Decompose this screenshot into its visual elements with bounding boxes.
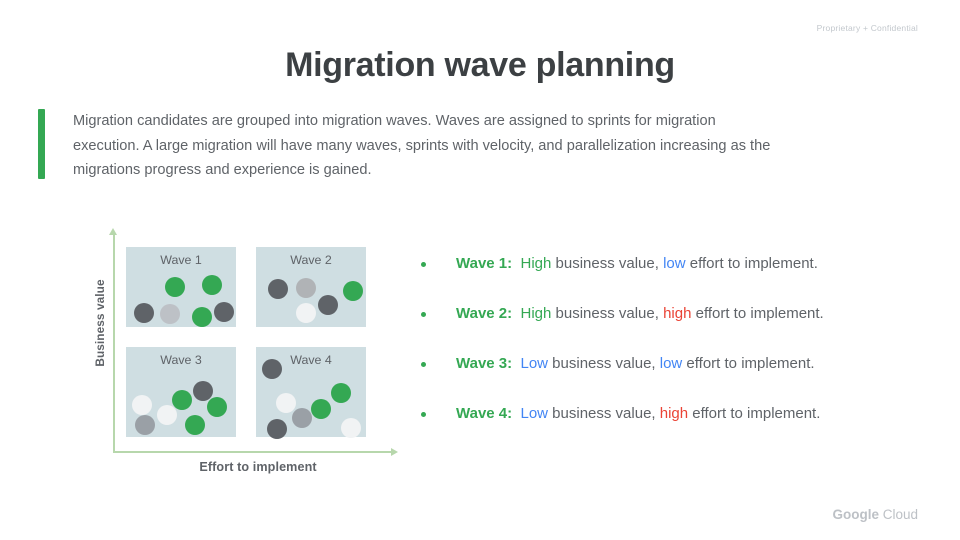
bullet-tail-text: effort to implement. [688,405,821,422]
migration-candidate-dot [268,279,288,299]
quadrant-wave-2: Wave 2 [256,247,366,327]
bullet-middle-text: business value, [548,355,660,372]
migration-candidate-dot [165,277,185,297]
bullet-dot-icon [421,312,426,317]
business-value-level: Low [520,355,549,372]
effort-level: high [659,405,689,422]
migration-candidate-dot [134,303,154,323]
intro-block: Migration candidates are grouped into mi… [38,109,798,183]
business-value-level: High [520,305,552,322]
wave-description-list: Wave 1: High business value, low effort … [418,250,938,450]
migration-candidate-dot [292,408,312,428]
bullet-tail-text: effort to implement. [682,355,815,372]
migration-candidate-dot [202,275,222,295]
bullet-dot-icon [421,262,426,267]
migration-candidate-dot [214,302,234,322]
bullet-middle-text: business value, [551,305,664,322]
migration-candidate-dot [157,405,177,425]
bullet-dot-icon [421,412,426,417]
y-axis-label: Business value [93,279,107,367]
migration-candidate-dot [172,390,192,410]
wave-list-item: Wave 2: High business value, high effort… [418,300,938,350]
quadrant-diagram: Business value Effort to implement Wave … [85,228,415,488]
quadrant-label: Wave 1 [160,253,202,267]
wave-list-item-text: Wave 2: High business value, high effort… [456,300,824,328]
migration-candidate-dot [331,383,351,403]
y-axis-line [113,234,115,452]
migration-candidate-dot [311,399,331,419]
wave-label: Wave 4: [456,405,513,422]
migration-candidate-dot [296,303,316,323]
bullet-tail-text: effort to implement. [691,305,824,322]
quadrant-label: Wave 3 [160,353,202,367]
wave-label: Wave 2: [456,305,513,322]
wave-list-item: Wave 4: Low business value, high effort … [418,400,938,450]
migration-candidate-dot [267,419,287,439]
x-axis-line [113,451,393,453]
wave-label: Wave 3: [456,355,513,372]
migration-candidate-dot [192,307,212,327]
wave-label: Wave 1: [456,255,513,272]
logo-cloud-text: Cloud [882,507,918,522]
wave-list-item-text: Wave 3: Low business value, low effort t… [456,350,815,378]
logo-google-text: Google [832,507,879,522]
migration-candidate-dot [132,395,152,415]
bullet-middle-text: business value, [548,405,660,422]
confidentiality-notice: Proprietary + Confidential [816,23,918,33]
bullet-tail-text: effort to implement. [685,255,818,272]
intro-paragraph: Migration candidates are grouped into mi… [73,113,771,178]
effort-level: low [659,355,683,372]
business-value-level: Low [520,405,549,422]
migration-candidate-dot [160,304,180,324]
migration-candidate-dot [185,415,205,435]
migration-candidate-dot [262,359,282,379]
quadrant-label: Wave 2 [290,253,332,267]
migration-candidate-dot [207,397,227,417]
migration-candidate-dot [193,381,213,401]
migration-candidate-dot [343,281,363,301]
wave-list-item: Wave 3: Low business value, low effort t… [418,350,938,400]
migration-candidate-dot [296,278,316,298]
quadrant-wave-4: Wave 4 [256,347,366,439]
wave-list-item-text: Wave 4: Low business value, high effort … [456,400,820,428]
quadrant-label: Wave 4 [290,353,332,367]
migration-candidate-dot [341,418,361,438]
migration-candidate-dot [318,295,338,315]
page-title: Migration wave planning [285,46,675,84]
bullet-dot-icon [421,362,426,367]
bullet-middle-text: business value, [551,255,664,272]
migration-candidate-dot [276,393,296,413]
quadrant-wave-1: Wave 1 [126,247,236,327]
x-axis-arrow-icon [391,447,398,456]
x-axis-label: Effort to implement [199,460,317,474]
wave-list-item: Wave 1: High business value, low effort … [418,250,938,300]
effort-level: low [663,255,686,272]
business-value-level: High [520,255,552,272]
quadrant-wave-3: Wave 3 [126,347,236,437]
accent-bar [38,109,45,179]
migration-candidate-dot [135,415,155,435]
google-cloud-logo: Google Cloud [832,507,918,522]
effort-level: high [663,305,692,322]
wave-list-item-text: Wave 1: High business value, low effort … [456,250,818,278]
y-axis-arrow-icon [109,228,118,235]
